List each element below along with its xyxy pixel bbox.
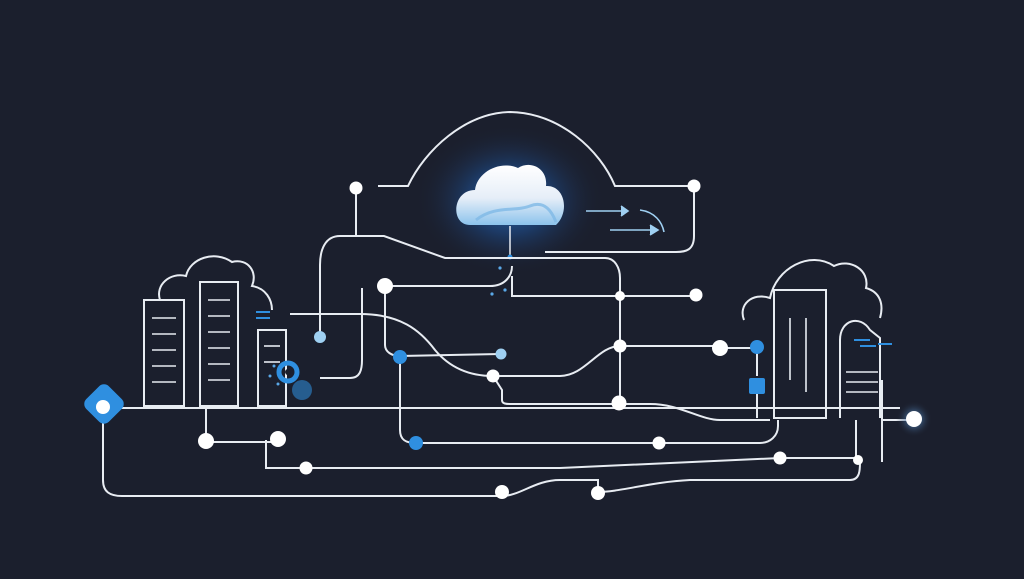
connector bbox=[511, 276, 696, 297]
left-cloud-outline bbox=[158, 255, 273, 311]
node bbox=[853, 455, 863, 465]
connector bbox=[290, 313, 720, 377]
node bbox=[270, 431, 286, 447]
cloud-group bbox=[378, 110, 694, 296]
connector bbox=[205, 408, 278, 443]
node bbox=[615, 291, 625, 301]
building-icon bbox=[143, 255, 287, 407]
arrow-head-bottom bbox=[649, 224, 660, 236]
tower-1 bbox=[143, 299, 185, 407]
node bbox=[712, 340, 728, 356]
arrow-icon bbox=[586, 205, 665, 236]
server-accent-block bbox=[749, 378, 765, 394]
connector bbox=[399, 353, 501, 357]
tower-2 bbox=[199, 281, 239, 407]
node bbox=[687, 179, 701, 193]
endpoint-diamond bbox=[84, 384, 124, 424]
cloud-wave bbox=[475, 203, 558, 223]
arrow-curve bbox=[639, 209, 665, 233]
tower-windows bbox=[152, 299, 280, 383]
node bbox=[486, 369, 500, 383]
tower-3 bbox=[257, 329, 287, 407]
node bbox=[689, 288, 703, 302]
sync-dot bbox=[498, 266, 502, 270]
sync-dot bbox=[503, 288, 507, 292]
connector bbox=[385, 265, 513, 287]
cloud-icon bbox=[456, 164, 565, 225]
node bbox=[349, 181, 363, 195]
server-tower bbox=[773, 289, 827, 419]
connector bbox=[306, 457, 781, 469]
connector bbox=[501, 479, 599, 497]
node bbox=[377, 278, 393, 294]
sync-dot bbox=[490, 292, 494, 296]
cloud-arc bbox=[378, 110, 694, 187]
server-slots bbox=[789, 318, 807, 392]
node bbox=[198, 433, 214, 449]
connector bbox=[492, 375, 770, 421]
node bbox=[495, 485, 509, 499]
node bbox=[773, 451, 787, 465]
node-light bbox=[495, 348, 507, 360]
connector bbox=[545, 186, 695, 253]
node-accent bbox=[393, 350, 407, 364]
connector bbox=[319, 188, 357, 336]
node-accent bbox=[409, 436, 423, 450]
tower-accent bbox=[256, 311, 270, 319]
network-nodes bbox=[198, 179, 863, 500]
server-icon bbox=[741, 259, 892, 419]
connector bbox=[102, 410, 502, 497]
arrow-head-top bbox=[620, 205, 630, 217]
node-light bbox=[314, 331, 326, 343]
connector bbox=[399, 356, 779, 444]
node bbox=[591, 486, 605, 500]
connector bbox=[320, 288, 363, 379]
connector bbox=[265, 440, 306, 469]
document-icon bbox=[839, 319, 881, 418]
gear-icon bbox=[268, 360, 312, 400]
node bbox=[652, 436, 666, 450]
node bbox=[299, 461, 313, 475]
connector bbox=[356, 235, 621, 402]
node-accent bbox=[750, 340, 764, 354]
endpoint-glow bbox=[896, 401, 932, 437]
node bbox=[613, 339, 627, 353]
connector bbox=[597, 461, 861, 493]
document-lines bbox=[846, 371, 878, 393]
node bbox=[611, 395, 627, 411]
right-cloud-outline bbox=[741, 259, 883, 321]
document-accent bbox=[854, 339, 892, 347]
